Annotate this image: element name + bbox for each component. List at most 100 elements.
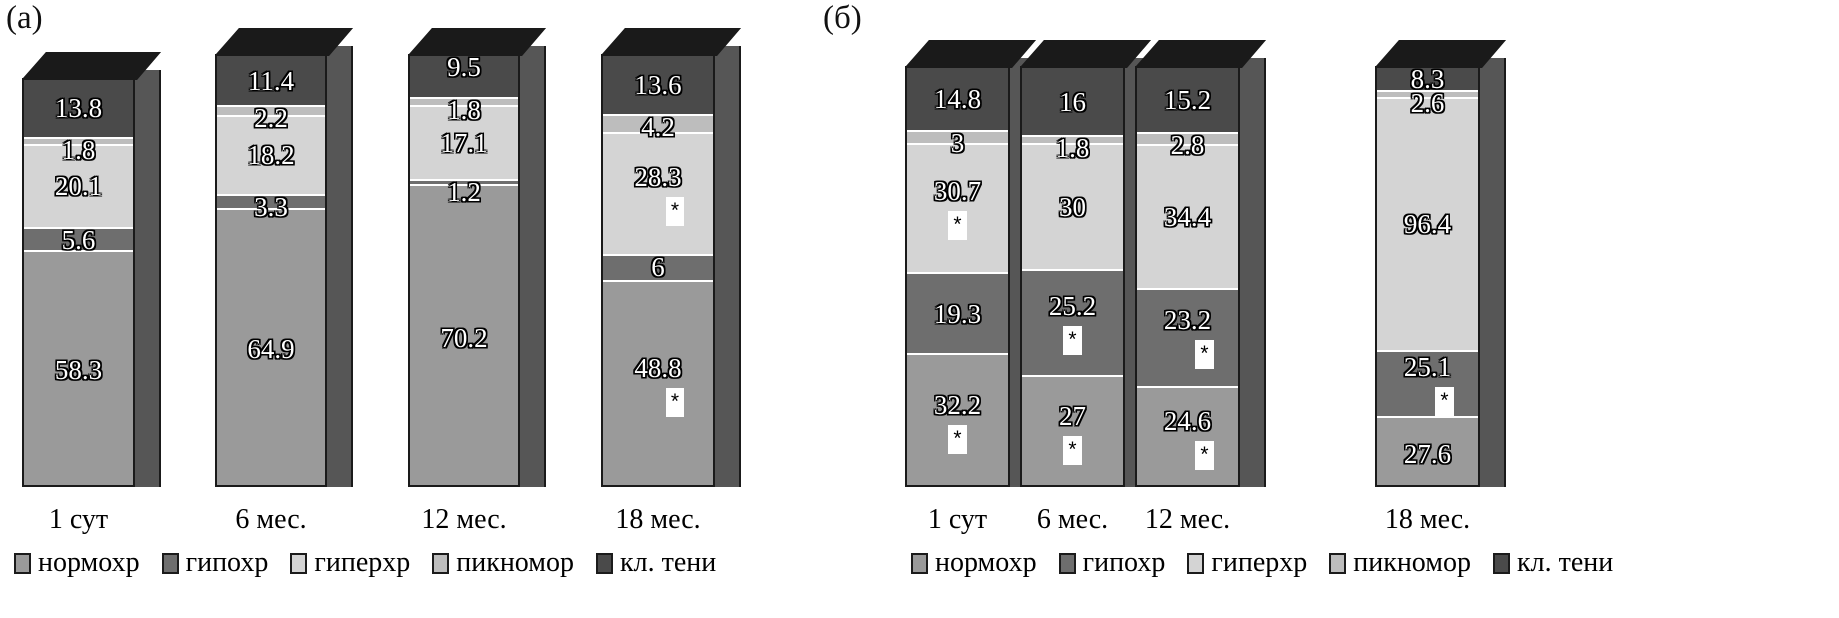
bar-side-face: [1480, 58, 1506, 487]
x-axis-label: 1 сут: [927, 504, 988, 535]
legend-label: гиперхр: [314, 547, 411, 578]
significance-marker: *: [948, 211, 967, 241]
legend-label: гипохр: [1082, 547, 1166, 578]
bar-segment: 17.1: [410, 105, 518, 180]
segment-value-label: 30: [1059, 192, 1086, 223]
legend-item-нормохр[interactable]: нормохр: [14, 548, 140, 578]
segment-value-label: 64.9: [247, 334, 295, 365]
bar-side-face: [327, 46, 353, 487]
bar-segment: 3: [907, 129, 1008, 157]
legend-item-гипохр[interactable]: гипохр: [161, 547, 269, 578]
segment-value-label: 20.1: [54, 171, 103, 202]
legend-swatch-icon: [161, 552, 179, 574]
x-axis-label: 12 мес.: [421, 504, 507, 535]
segment-value-label: 18.2: [247, 140, 295, 171]
bar-segment: 20.1: [24, 144, 133, 227]
bar-segment: 4.2: [603, 113, 713, 141]
bar-segment: 30.7 *: [907, 142, 1008, 273]
legend-item-нормохр[interactable]: нормохр: [911, 548, 1037, 578]
legend-item-гиперхр[interactable]: гиперхр: [290, 548, 410, 578]
panel-a-legend: нормохр гипохр гиперхр пикномор кл. тени: [0, 548, 829, 578]
x-axis-label: 6 мес.: [1036, 504, 1109, 535]
legend-swatch-icon: [1187, 552, 1205, 574]
segment-value-label: 28.3: [634, 161, 682, 192]
bar-segment: 25.2 *: [1022, 269, 1123, 376]
legend-swatch-icon: [290, 552, 308, 574]
legend-item-кл--тени[interactable]: кл. тени: [596, 548, 716, 578]
segment-value-label: 70.2: [440, 322, 488, 353]
bar-segment: 18.2: [217, 114, 325, 194]
bar-segment: 70.2: [410, 184, 518, 485]
segment-value-label: 32.2: [933, 389, 982, 420]
x-axis-label: 18 мес.: [615, 504, 701, 535]
bar-segment: 2.8: [1137, 131, 1238, 159]
bar-segment: 2.6: [1377, 89, 1478, 117]
segment-value-label: 6: [651, 251, 665, 282]
legend-label: нормохр: [935, 547, 1037, 578]
legend-swatch-icon: [1493, 552, 1510, 574]
bar-segment: 32.2*: [907, 353, 1008, 485]
bar-top-face-edge: [1135, 40, 1266, 68]
significance-marker: *: [665, 387, 685, 417]
significance-marker: *: [1063, 325, 1082, 355]
legend-item-пикномор[interactable]: пикномор: [1329, 548, 1471, 578]
significance-marker: *: [665, 196, 685, 226]
bar-segment: 48.8 *: [603, 279, 713, 485]
bar-segment: 19.3: [907, 272, 1008, 354]
bar-top-face-edge: [215, 28, 353, 56]
x-axis-label: 12 мес.: [1144, 504, 1231, 535]
bar-segment: 27*: [1022, 375, 1123, 485]
bar-segment: 13.6: [603, 56, 713, 115]
legend-label: гиперхр: [1211, 547, 1308, 578]
legend-label: кл. тени: [620, 547, 717, 578]
legend-swatch-icon: [1329, 552, 1347, 574]
legend-label: кл. тени: [1517, 547, 1614, 578]
segment-value-label: 96.4: [1403, 209, 1452, 240]
bar-segment: 1.8: [410, 96, 518, 124]
bar-segment: 15.2: [1137, 68, 1238, 132]
legend-item-гипохр[interactable]: гипохр: [1058, 547, 1166, 578]
bar-segment: 8.3: [1377, 68, 1478, 93]
segment-value-label: 14.8: [933, 84, 982, 115]
segment-value-label: 13.8: [54, 93, 103, 124]
segment-value-label: 30.7: [933, 176, 982, 207]
legend-item-гиперхр[interactable]: гиперхр: [1187, 548, 1307, 578]
x-axis-label: 1 сут: [48, 504, 109, 535]
legend-label: нормохр: [38, 547, 140, 578]
legend-swatch-icon: [1058, 552, 1076, 574]
bar-side-face: [715, 46, 741, 487]
segment-value-label: 23.2: [1163, 305, 1212, 336]
legend-swatch-icon: [432, 552, 450, 574]
bar-segment: 13.8: [24, 80, 133, 137]
bar-top-face-edge: [22, 52, 161, 80]
bar-side-face: [135, 70, 161, 487]
segment-value-label: 27.6: [1403, 438, 1452, 469]
bar-segment: 30: [1022, 142, 1123, 270]
segment-value-label: 25.2: [1048, 290, 1097, 321]
significance-marker: *: [1063, 435, 1082, 465]
segment-value-label: 16: [1059, 86, 1086, 117]
bar-segment: 25.1*: [1377, 350, 1478, 417]
legend-item-пикномор[interactable]: пикномор: [432, 548, 574, 578]
bar-top-face-edge: [1020, 40, 1151, 68]
legend-label: гипохр: [185, 547, 269, 578]
segment-value-label: 48.8: [634, 352, 682, 383]
bar-top-face-edge: [1375, 40, 1506, 68]
segment-value-label: 13.6: [634, 70, 682, 101]
legend-item-кл--тени[interactable]: кл. тени: [1493, 548, 1613, 578]
